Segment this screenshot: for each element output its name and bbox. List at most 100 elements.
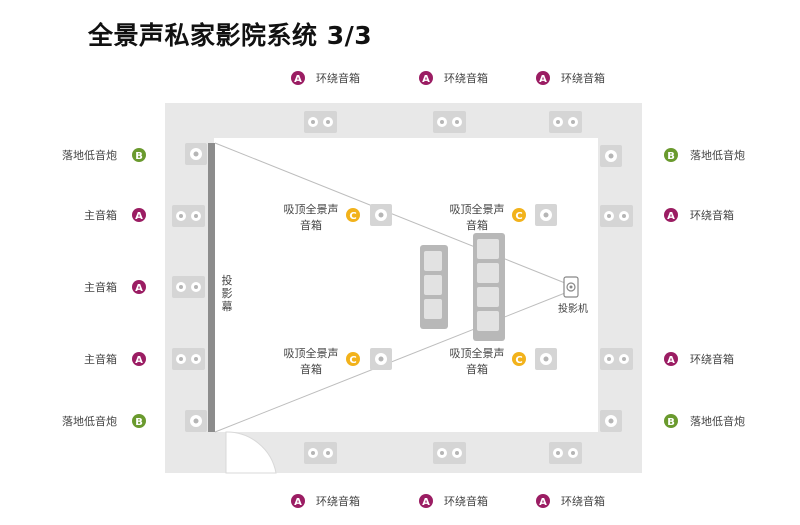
svg-text:A: A (422, 74, 430, 85)
atmos-speaker-4 (535, 348, 557, 370)
surround-label: 环绕音箱 (690, 352, 734, 366)
badge-a (291, 71, 305, 85)
speaker-top-2 (433, 111, 466, 133)
atmos-label-line1: 吸顶全景声 (284, 202, 339, 216)
atmos-label-line1: 吸顶全景声 (284, 346, 339, 360)
label-right-surround-2: A 环绕音箱 (664, 352, 734, 366)
atmos-label-line1: 吸顶全景声 (450, 202, 505, 216)
svg-text:A: A (294, 497, 302, 508)
atmos-label-line1: 吸顶全景声 (450, 346, 505, 360)
badge-a (132, 208, 146, 222)
surround-label: 环绕音箱 (561, 71, 605, 85)
sub-label: 落地低音炮 (690, 414, 745, 428)
surround-label: 环绕音箱 (316, 71, 360, 85)
svg-text:C: C (349, 355, 356, 366)
label-left-sub-bottom: 落地低音炮 B (62, 414, 146, 428)
svg-text:A: A (135, 355, 143, 366)
main-label: 主音箱 (84, 280, 117, 294)
svg-text:A: A (539, 497, 547, 508)
svg-text:A: A (135, 283, 143, 294)
speaker-left-main-1 (172, 205, 205, 227)
projector-icon (563, 276, 579, 298)
speaker-top-1 (304, 111, 337, 133)
sub-label: 落地低音炮 (62, 148, 117, 162)
room-floor (214, 138, 598, 432)
badge-a (291, 494, 305, 508)
svg-text:A: A (422, 497, 430, 508)
label-atmos-1: 吸顶全景声 音箱 C (284, 202, 360, 232)
badge-a (419, 71, 433, 85)
label-top-surround-1: A 环绕音箱 (291, 71, 360, 85)
badge-b (132, 414, 146, 428)
svg-text:A: A (667, 211, 675, 222)
surround-label: 环绕音箱 (316, 494, 360, 508)
sofa-front (420, 245, 448, 329)
speaker-bottom-1 (304, 442, 337, 464)
atmos-speaker-3 (370, 348, 392, 370)
speaker-right-surround-1 (600, 205, 633, 227)
svg-text:C: C (349, 211, 356, 222)
speaker-left-main-2 (172, 276, 205, 298)
projection-screen (208, 143, 215, 432)
badge-a (132, 352, 146, 366)
label-top-surround-3: A 环绕音箱 (536, 71, 605, 85)
projector-label: 投影机 (558, 302, 588, 315)
screen-label-3: 幕 (222, 299, 233, 313)
page-title: 全景声私家影院系统 3/3 (88, 21, 373, 50)
badge-a (132, 280, 146, 294)
atmos-speaker-1 (370, 204, 392, 226)
atmos-speaker-2 (535, 204, 557, 226)
label-bottom-surround-1: A 环绕音箱 (291, 494, 360, 508)
label-atmos-2: 吸顶全景声 音箱 C (450, 202, 526, 232)
badge-a (536, 71, 550, 85)
badge-c (346, 208, 360, 222)
label-bottom-surround-3: A 环绕音箱 (536, 494, 605, 508)
svg-text:C: C (515, 355, 522, 366)
svg-text:B: B (667, 151, 675, 162)
svg-text:C: C (515, 211, 522, 222)
surround-label: 环绕音箱 (444, 71, 488, 85)
screen-label-2: 影 (222, 287, 233, 300)
svg-text:B: B (135, 151, 143, 162)
badge-a (664, 352, 678, 366)
room (165, 103, 642, 474)
badge-a (419, 494, 433, 508)
label-left-main-1: 主音箱 A (84, 208, 146, 222)
label-atmos-3: 吸顶全景声 音箱 C (284, 346, 360, 376)
label-left-main-2: 主音箱 A (84, 280, 146, 294)
speaker-top-3 (549, 111, 582, 133)
badge-b (664, 414, 678, 428)
badge-c (346, 352, 360, 366)
badge-b (664, 148, 678, 162)
projection-beam (214, 142, 571, 433)
surround-label: 环绕音箱 (690, 208, 734, 222)
badge-c (512, 208, 526, 222)
surround-label: 环绕音箱 (561, 494, 605, 508)
label-left-main-3: 主音箱 A (84, 352, 146, 366)
badge-a (536, 494, 550, 508)
svg-text:A: A (294, 74, 302, 85)
screen-label-1: 投 (222, 273, 233, 287)
svg-text:A: A (667, 355, 675, 366)
sub-label: 落地低音炮 (690, 148, 745, 162)
svg-text:A: A (539, 74, 547, 85)
badge-a (664, 208, 678, 222)
atmos-label-line2: 音箱 (300, 218, 322, 232)
subwoofer-left-bottom (185, 410, 207, 432)
speaker-bottom-3 (549, 442, 582, 464)
svg-text:B: B (667, 417, 675, 428)
label-right-sub-top: B 落地低音炮 (664, 148, 745, 162)
label-bottom-surround-2: A 环绕音箱 (419, 494, 488, 508)
speaker-bottom-2 (433, 442, 466, 464)
sub-label: 落地低音炮 (62, 414, 117, 428)
badge-b (132, 148, 146, 162)
atmos-label-line2: 音箱 (466, 362, 488, 376)
surround-label: 环绕音箱 (444, 494, 488, 508)
subwoofer-right-top (600, 145, 622, 167)
label-right-surround-1: A 环绕音箱 (664, 208, 734, 222)
sofa-rear (473, 233, 505, 341)
door-swing (225, 431, 277, 474)
atmos-label-line2: 音箱 (300, 362, 322, 376)
main-label: 主音箱 (84, 208, 117, 222)
